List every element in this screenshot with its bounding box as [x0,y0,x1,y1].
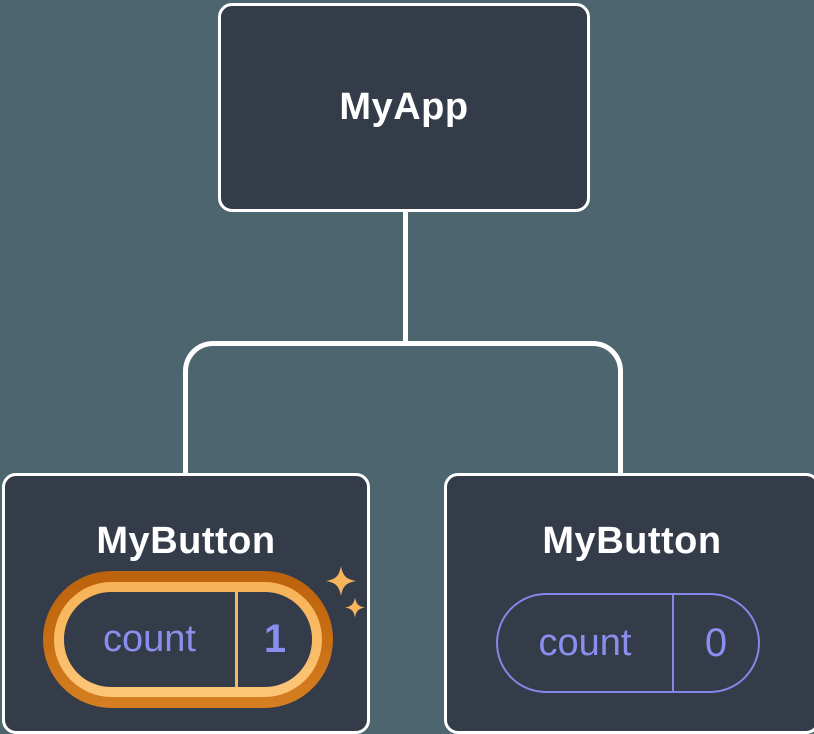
state-value: 1 [263,617,287,661]
node-mybutton-label: MyButton [542,520,722,562]
node-mybutton-label: MyButton [96,520,276,562]
state-value: 0 [704,620,728,665]
state-key: count [103,618,196,660]
state-pill-core: count 1 [64,592,312,687]
node-mybutton-plain: MyButton count 0 [444,473,814,734]
state-key: count [538,621,632,664]
state-pill-highlighted: count 1 [43,571,333,708]
state-pill-divider [672,595,674,691]
connector-children-bracket [183,341,623,473]
connector-root-stem [403,211,408,344]
node-myapp: MyApp [218,3,590,212]
state-pill-highlight-ring: count 1 [54,582,322,697]
node-myapp-label: MyApp [339,86,469,128]
node-mybutton-highlighted: MyButton count 1 [2,473,370,734]
state-pill-divider [235,592,238,687]
sparkle-small-icon [345,597,365,618]
sparkle-large-icon [326,566,356,596]
state-pill-plain: count 0 [496,593,760,693]
